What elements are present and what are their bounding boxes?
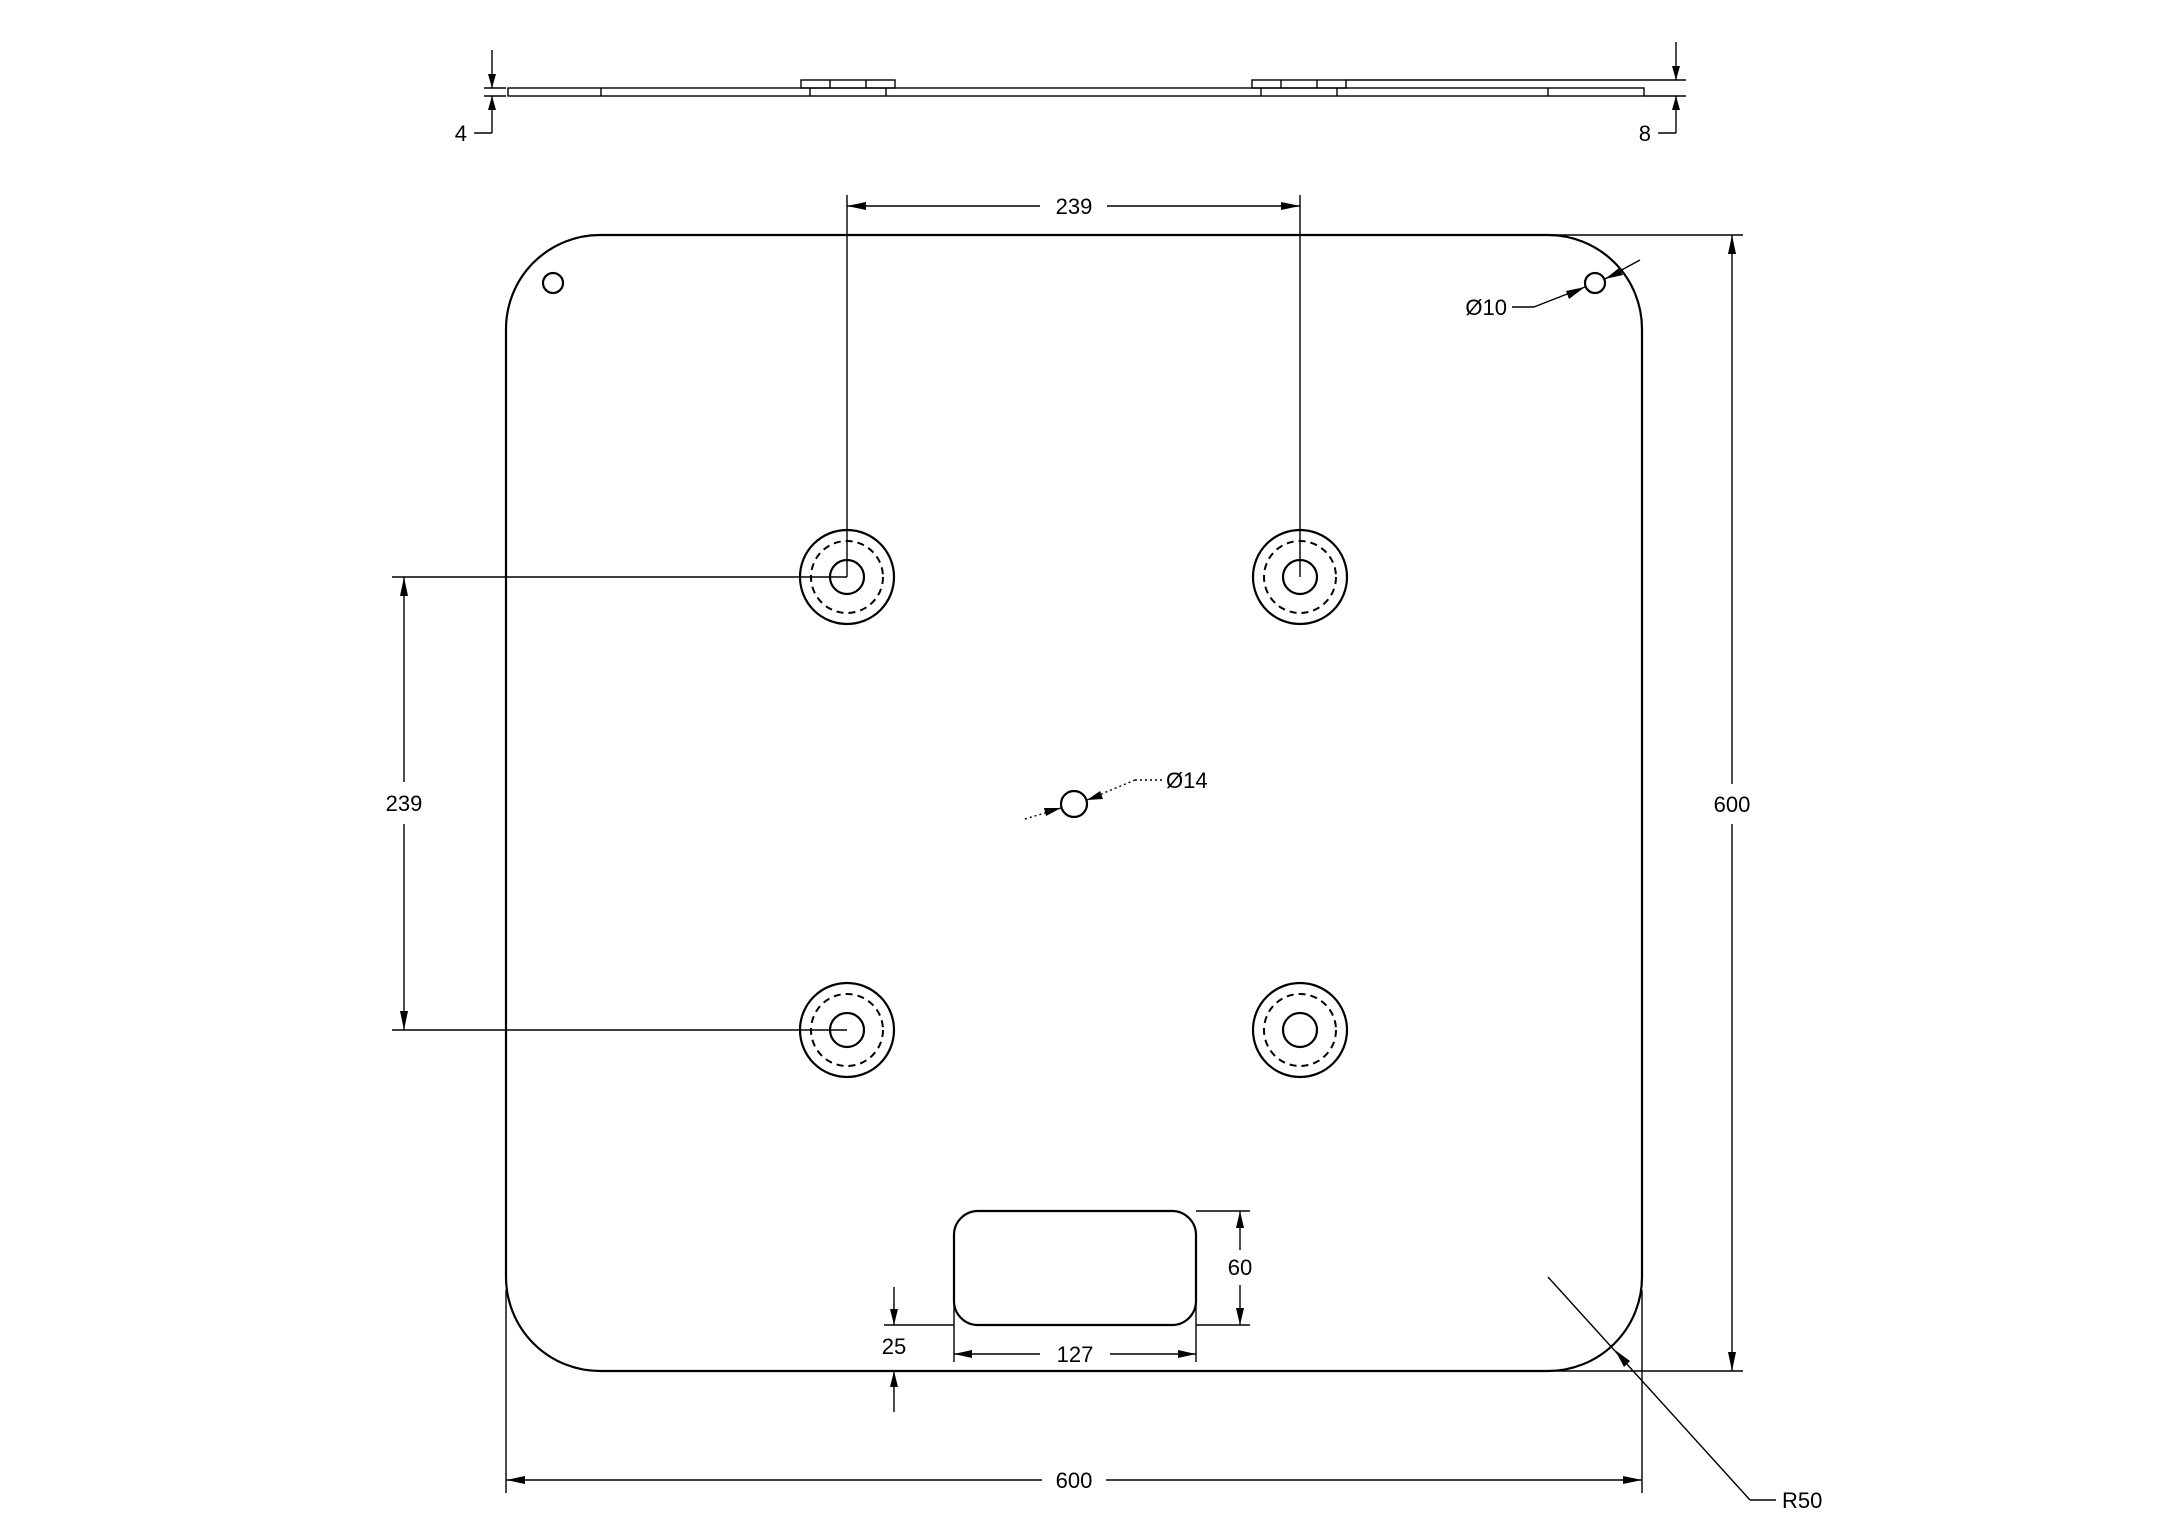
- dim-center-hole-dia: Ø14: [1024, 768, 1208, 820]
- side-view-boss-right: [1251, 79, 1347, 89]
- dim-label-600-horizontal: 600: [1056, 1468, 1093, 1493]
- side-view-boss-left: [800, 79, 896, 89]
- side-view-plate: [507, 87, 1645, 97]
- base-plate-outline: [504, 233, 1644, 1373]
- dim-corner-radius: R50: [1547, 1276, 1822, 1513]
- dim-label-239-horizontal: 239: [1056, 194, 1093, 219]
- center-hole: [1059, 789, 1089, 819]
- mounting-boss-bottom-right: [1251, 981, 1349, 1079]
- dim-hole-spacing-y: 239: [386, 576, 847, 1031]
- corner-hole-right: [1583, 271, 1607, 295]
- dim-label-239-vertical: 239: [386, 791, 423, 816]
- dim-total-thickness: 8: [1346, 42, 1686, 146]
- dim-label-dia14: Ø14: [1166, 768, 1208, 793]
- dim-label-600-vertical: 600: [1714, 792, 1751, 817]
- dim-label-r50: R50: [1782, 1488, 1822, 1513]
- dim-slot-height: 60: [1196, 1210, 1252, 1326]
- dim-plate-thickness: 4: [455, 50, 506, 146]
- side-view: 4 8: [455, 42, 1686, 146]
- dim-label-8: 8: [1639, 121, 1651, 146]
- dim-slot-offset: 25: [882, 1287, 954, 1412]
- handle-slot: [952, 1209, 1198, 1327]
- dim-label-25: 25: [882, 1334, 906, 1359]
- dim-slot-width: 127: [953, 1300, 1197, 1367]
- dim-overall-width: 600: [505, 1290, 1643, 1493]
- dim-overall-height: 600: [1548, 234, 1751, 1372]
- dim-label-60: 60: [1228, 1255, 1252, 1280]
- dim-hole-spacing-x: 239: [846, 194, 1301, 577]
- dim-corner-hole-dia: Ø10: [1465, 259, 1641, 320]
- corner-hole-left: [541, 271, 565, 295]
- dim-label-4: 4: [455, 121, 467, 146]
- dim-label-127: 127: [1057, 1342, 1094, 1367]
- top-view: [504, 233, 1644, 1373]
- dim-label-dia10: Ø10: [1465, 295, 1507, 320]
